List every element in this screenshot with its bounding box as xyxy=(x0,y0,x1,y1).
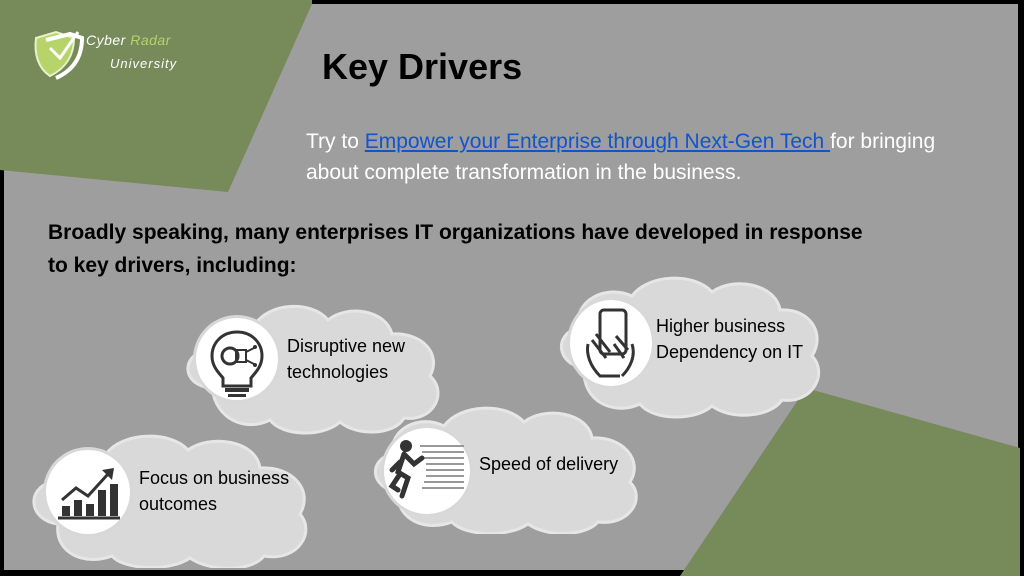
lightbulb-circuit-icon xyxy=(210,330,264,397)
lightbulb-circuit-icon-circle xyxy=(196,318,278,400)
growth-chart-icon-circle xyxy=(46,450,130,534)
slide-title: Key Drivers xyxy=(322,46,523,87)
intro-text: Try to Empower your Enterprise through N… xyxy=(306,130,936,184)
brand-logo: Cyber Radar University xyxy=(30,26,200,86)
running-man-icon xyxy=(388,440,464,499)
driver-label-speed: Speed of delivery xyxy=(479,454,619,474)
lead-statement: Broadly speaking, many enterprises IT or… xyxy=(48,221,863,277)
hands-phone-icon-circle xyxy=(570,300,652,386)
running-man-icon-circle xyxy=(384,428,470,514)
top-left-green-panel xyxy=(0,0,312,192)
logo-line-2: University xyxy=(110,56,178,71)
shield-logo-icon xyxy=(34,30,85,80)
logo-line-1: Cyber Radar xyxy=(86,32,171,48)
hands-phone-icon xyxy=(586,308,635,378)
bottom-right-green-panel xyxy=(680,388,1020,576)
empower-enterprise-link[interactable]: Empower your Enterprise through Next-Gen… xyxy=(364,130,831,153)
growth-chart-icon xyxy=(58,468,120,520)
